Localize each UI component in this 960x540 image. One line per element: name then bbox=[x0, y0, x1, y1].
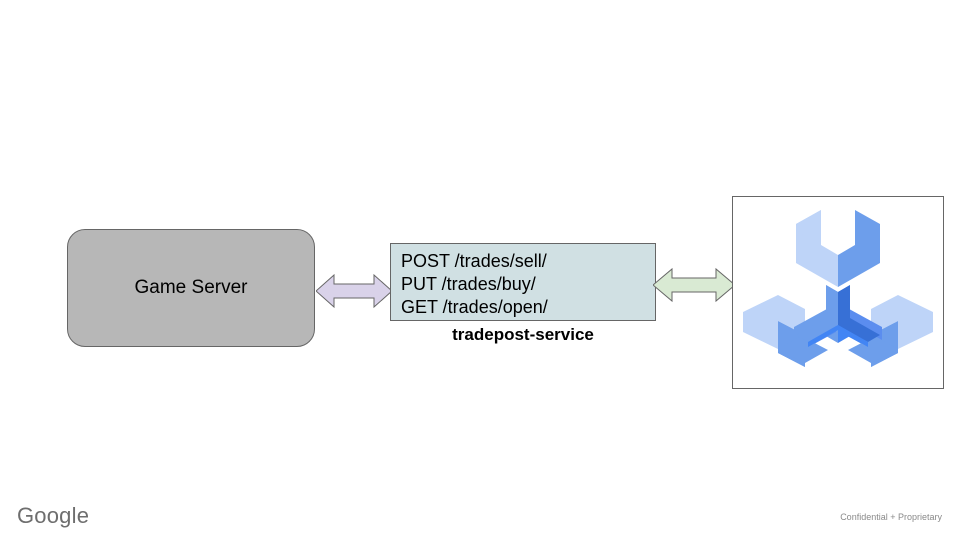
endpoint-row: PUT /trades/buy/ bbox=[401, 274, 536, 294]
node-tradepost-service[interactable]: POST /trades/sell/ PUT /trades/buy/ GET … bbox=[390, 243, 656, 321]
icon-panel[interactable] bbox=[732, 196, 944, 389]
three-pronged-wrench-icon bbox=[743, 210, 933, 367]
google-logo: Google bbox=[17, 503, 90, 528]
endpoint-row: GET /trades/open/ bbox=[401, 297, 548, 317]
endpoint-row: POST /trades/sell/ bbox=[401, 251, 547, 271]
double-arrow-shape bbox=[315, 273, 393, 309]
connector-game-server-to-service[interactable] bbox=[315, 268, 393, 314]
double-arrow-shape bbox=[652, 267, 736, 303]
connector-service-to-icon-panel[interactable] bbox=[652, 262, 736, 308]
confidentiality-note: Confidential + Proprietary bbox=[840, 512, 942, 522]
node-game-server[interactable]: Game Server bbox=[67, 229, 315, 347]
node-tradepost-service-caption: tradepost-service bbox=[452, 325, 594, 344]
node-game-server-label: Game Server bbox=[134, 276, 248, 298]
